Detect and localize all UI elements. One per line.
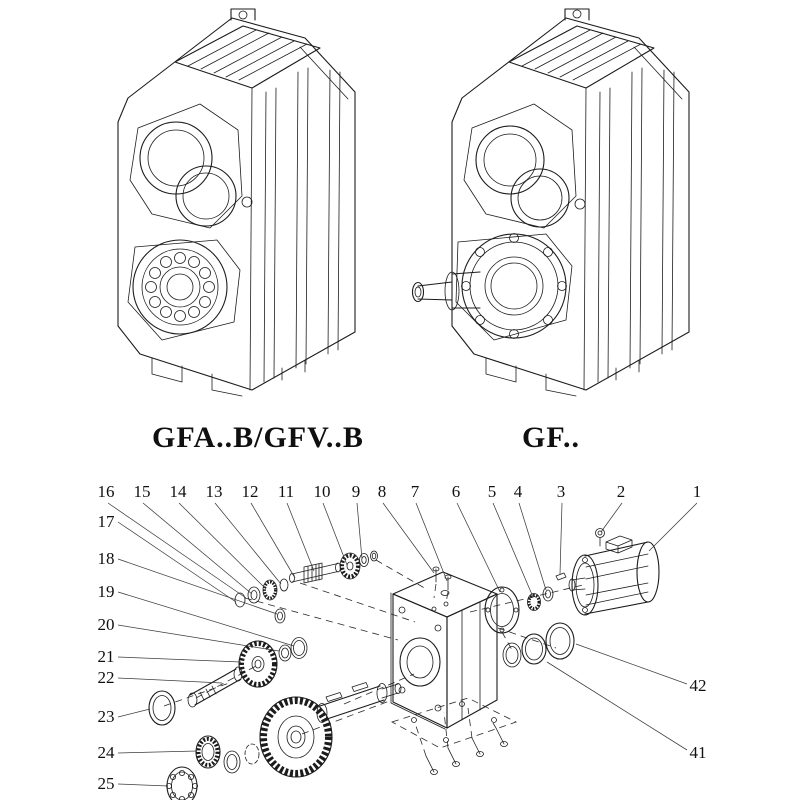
input-gasket: [484, 586, 520, 634]
bearing-rollers: [165, 770, 198, 800]
callout-15: 15: [134, 482, 151, 501]
oil-plug-icon: [241, 196, 253, 208]
cooling-fins-top: [174, 25, 321, 89]
base-plate-and-screws: [390, 697, 518, 775]
callout-numbers: 16 15 14 13 12 11 10 9 8 7 6 5 4 3 2 1 1…: [98, 482, 707, 793]
exploded-assembly-view: [148, 528, 660, 800]
right-model-label: GF..: [522, 421, 580, 454]
motor-eyebolt-icon: [595, 528, 605, 538]
callout-23: 23: [98, 707, 115, 726]
oil-plug-icon: [574, 198, 586, 210]
gearbox-left-drawing: [117, 8, 356, 397]
motor-shaft-parts: [527, 572, 567, 611]
gearbox-right-drawing: [411, 8, 690, 397]
lower-bearing-parts: [165, 735, 260, 800]
callout-42: 42: [690, 676, 707, 695]
callout-6: 6: [452, 482, 461, 501]
cover-screws: [432, 566, 452, 604]
output-shaft: [411, 271, 481, 311]
alignment-axes: [163, 559, 584, 735]
callout-21: 21: [98, 647, 115, 666]
large-output-gear: [259, 696, 333, 778]
output-shaft-parts: [316, 682, 402, 723]
callout-4: 4: [514, 482, 523, 501]
callout-2: 2: [617, 482, 626, 501]
shaft-key: [351, 682, 369, 692]
callout-13: 13: [206, 482, 223, 501]
callout-9: 9: [352, 482, 361, 501]
callout-8: 8: [378, 482, 387, 501]
callout-5: 5: [488, 482, 497, 501]
callout-22: 22: [98, 668, 115, 687]
bearing-balls: [145, 252, 215, 322]
callout-17: 17: [98, 512, 116, 531]
pinion-shaft-cluster: [234, 550, 378, 608]
ring-and-cover-parts: [502, 622, 575, 668]
input-bore-outer: [139, 121, 213, 195]
callout-16: 16: [98, 482, 115, 501]
eyebolt-hole-icon: [238, 10, 248, 20]
cooling-fins-top: [508, 25, 655, 89]
eyebolt-hole-icon: [572, 9, 582, 19]
callout-11: 11: [278, 482, 294, 501]
left-model-label: GFA..B/GFV..B: [152, 421, 364, 454]
output-flange: [461, 233, 567, 339]
intermediate-gear-set: [148, 608, 308, 726]
callout-leader-lines: [107, 502, 698, 787]
callout-25: 25: [98, 774, 115, 793]
callout-41: 41: [690, 743, 707, 762]
callout-20: 20: [98, 615, 115, 634]
callout-7: 7: [411, 482, 420, 501]
motor: [568, 528, 660, 616]
callout-14: 14: [170, 482, 188, 501]
callout-24: 24: [98, 743, 116, 762]
callout-3: 3: [557, 482, 566, 501]
output-bearing: [132, 239, 228, 335]
callout-18: 18: [98, 549, 115, 568]
model-labels: GFA..B/GFV..B GF..: [152, 421, 580, 454]
callout-12: 12: [242, 482, 259, 501]
callout-10: 10: [314, 482, 331, 501]
callout-1: 1: [693, 482, 702, 501]
shaft-key: [325, 692, 343, 702]
flange-bolt-holes: [461, 233, 567, 339]
callout-19: 19: [98, 582, 115, 601]
